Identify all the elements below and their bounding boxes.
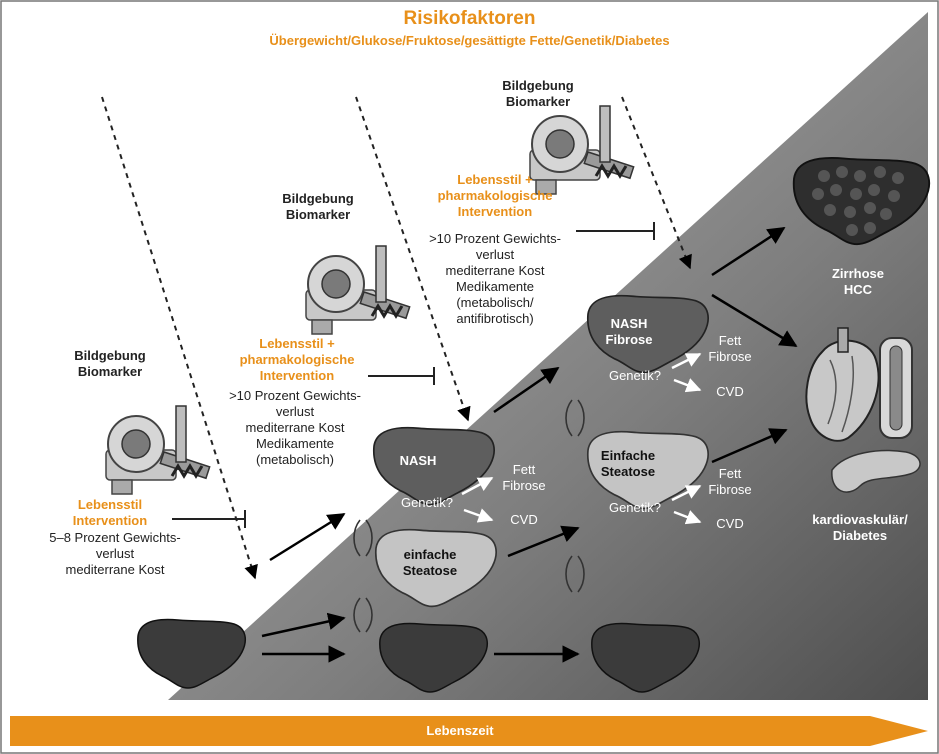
progression-arrows	[261, 226, 798, 663]
liver-cirrhosis	[792, 156, 931, 246]
timeline-arrow	[10, 716, 928, 746]
subtitle: Übergewicht/Glukose/Fruktose/gesättigte …	[269, 33, 670, 48]
genetics-label-1: Genetik?	[400, 495, 454, 510]
outcome-cardio: kardiovaskulär/Diabetes	[812, 512, 908, 543]
cvd-label-3: CVD	[716, 516, 744, 531]
cvd-label-2: CVD	[716, 384, 744, 399]
cardio-illustration	[805, 327, 921, 493]
cvd-label-1: CVD	[510, 512, 538, 527]
genetics-label-3: Genetik?	[608, 500, 662, 515]
timeline-label: Lebenszeit	[426, 723, 494, 738]
disease-progression-area	[168, 12, 928, 700]
title: Risikofaktoren	[403, 8, 536, 29]
reversible-arrows	[353, 399, 585, 633]
genetics-label-2: Genetik?	[608, 368, 662, 383]
factor-arrows	[461, 352, 702, 525]
risk-arrows	[101, 96, 692, 580]
inhibition-lines	[172, 222, 655, 528]
label-nash: NASH	[399, 453, 437, 468]
